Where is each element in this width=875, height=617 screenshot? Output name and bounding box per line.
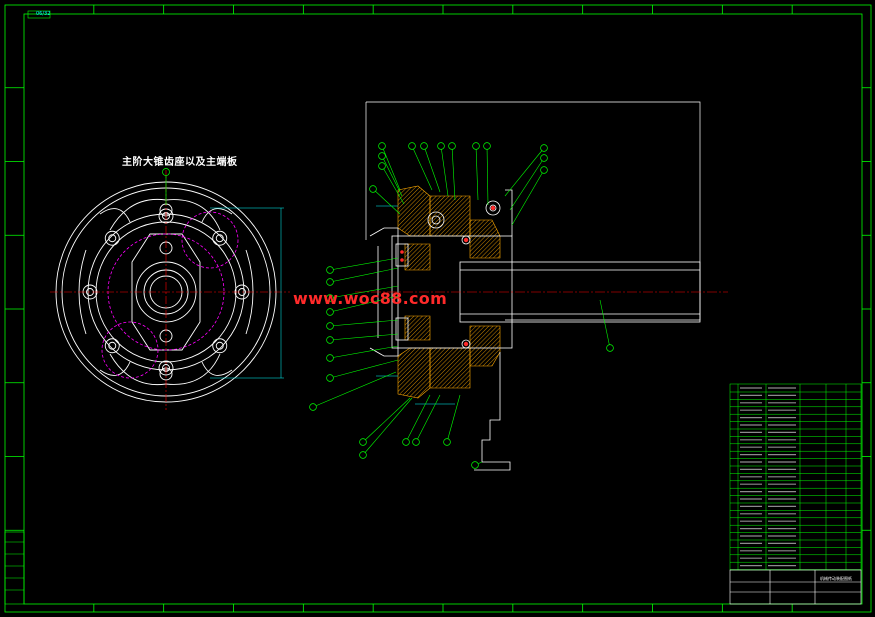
part-balloon: [472, 142, 480, 150]
leader-line: [405, 394, 431, 443]
section-envelope: [365, 101, 701, 321]
leader-line: [372, 188, 401, 215]
part-balloon: [606, 344, 614, 352]
leader-line: [415, 394, 441, 443]
leader-line: [329, 285, 399, 299]
left-margin-table: [4, 531, 25, 605]
leader-line: [329, 345, 399, 359]
leader-line: [381, 155, 403, 197]
sheet-number: 06/32: [36, 11, 51, 17]
part-balloon: [443, 438, 451, 446]
section-hatch: [397, 185, 501, 399]
part-balloon: [378, 152, 386, 160]
leader-line: [329, 257, 399, 271]
leader-line: [411, 145, 433, 191]
part-balloon: [540, 154, 548, 162]
leader-line: [329, 319, 399, 327]
part-balloon: [448, 142, 456, 150]
bolt-hole: [212, 338, 228, 354]
leader-line: [329, 359, 399, 379]
part-balloon: [359, 451, 367, 459]
bearing-marks: [400, 205, 496, 347]
leader-line: [486, 145, 489, 206]
leader-line: [312, 371, 397, 408]
part-balloon: [309, 403, 317, 411]
leader-line: [362, 397, 413, 456]
part-balloon: [471, 461, 479, 469]
part-balloon: [437, 142, 445, 150]
bolt-hole: [104, 230, 120, 246]
leader-line: [381, 165, 405, 205]
bolt-hole-inner: [215, 341, 224, 350]
watermark-text: www.woc88.com: [293, 289, 448, 308]
leader-line: [475, 145, 479, 201]
section-outline: [369, 189, 701, 471]
leader-line: [440, 145, 449, 197]
part-balloon: [326, 374, 334, 382]
part-balloon: [483, 142, 491, 150]
leader-line: [329, 333, 399, 341]
part-balloon: [540, 166, 548, 174]
leader-line: [329, 295, 399, 313]
leader-line: [446, 394, 461, 443]
bolt-hole: [104, 338, 120, 354]
parts-list: [729, 383, 862, 571]
part-balloon: [326, 322, 334, 330]
drawing-frame: [4, 4, 872, 613]
bolt-hole-inner: [108, 341, 117, 350]
part-balloon: [408, 142, 416, 150]
part-balloon: [326, 294, 334, 302]
view-title: 主阶大锥齿座以及主端板: [122, 157, 238, 168]
leader-line: [509, 157, 545, 211]
end-view-centerlines: [50, 170, 290, 410]
leader-line: [504, 147, 545, 197]
part-balloon: [420, 142, 428, 150]
part-balloon: [412, 438, 420, 446]
leader-line: [329, 267, 399, 283]
part-balloon: [378, 142, 386, 150]
leader-line: [599, 299, 611, 349]
bolt-hole: [212, 230, 228, 246]
title-block: [729, 569, 862, 605]
part-balloon: [359, 438, 367, 446]
part-balloon: [326, 278, 334, 286]
bolt-hole: [158, 360, 174, 376]
leader-line: [511, 169, 545, 226]
leader-line: [451, 145, 456, 201]
part-balloon: [402, 438, 410, 446]
bolt-hole-inner: [108, 234, 117, 243]
sheet-number-box: [27, 10, 51, 19]
part-balloon: [369, 185, 377, 193]
bolt-hole-inner: [215, 234, 224, 243]
leader-line: [381, 145, 401, 191]
title-block-name: 机械传动装配图纸: [820, 576, 852, 581]
part-balloon: [326, 354, 334, 362]
part-balloon: [540, 144, 548, 152]
balloon-end-view: [162, 168, 170, 205]
part-balloon: [326, 266, 334, 274]
end-view-dimensions: [210, 207, 284, 379]
leader-line: [362, 397, 411, 443]
part-balloon: [326, 308, 334, 316]
part-balloon: [378, 162, 386, 170]
part-balloon: [326, 336, 334, 344]
part-balloons: [309, 142, 614, 469]
leader-line: [423, 145, 441, 193]
